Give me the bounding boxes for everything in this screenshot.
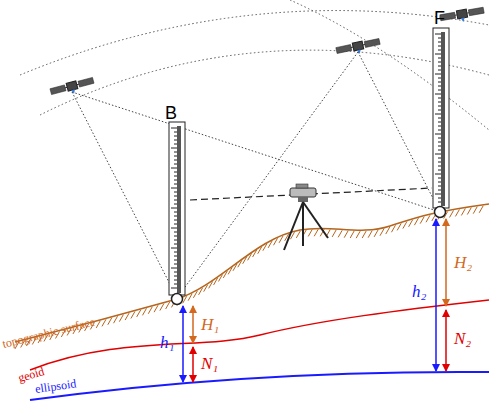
height-symbol: h₁ [160, 334, 174, 351]
signal-lines [72, 52, 440, 298]
orbit [290, 0, 489, 130]
height-symbol: H₁ [201, 316, 219, 333]
staff-B [169, 122, 185, 305]
height-symbol: h₂ [412, 283, 426, 300]
satellite [336, 38, 382, 59]
height-symbol: H₂ [454, 254, 472, 271]
surface-label: topographic surface [1, 315, 96, 350]
station-label: F [434, 9, 445, 27]
level-instrument [284, 184, 328, 250]
surface-label: ellipsoid [34, 377, 77, 395]
orbit [20, 11, 489, 75]
orthometric-height-arrow [192, 306, 194, 343]
staff-F [433, 28, 449, 218]
ellipsoid-curve [30, 372, 489, 400]
orbit [40, 50, 489, 115]
geoid-undulation-arrow [192, 347, 194, 382]
height-symbol: N₁ [201, 355, 218, 372]
height-symbol: N₂ [454, 330, 471, 347]
ellipsoidal-height-arrow [435, 219, 437, 371]
sight-line [190, 188, 432, 200]
satellite [50, 76, 96, 99]
station-label: B [165, 104, 177, 122]
geoid-curve [30, 300, 489, 370]
geoid-undulation-arrow [445, 310, 447, 371]
ellipsoidal-height-arrow [182, 306, 184, 382]
orthometric-height-arrow [445, 219, 447, 306]
satellite [440, 6, 485, 25]
